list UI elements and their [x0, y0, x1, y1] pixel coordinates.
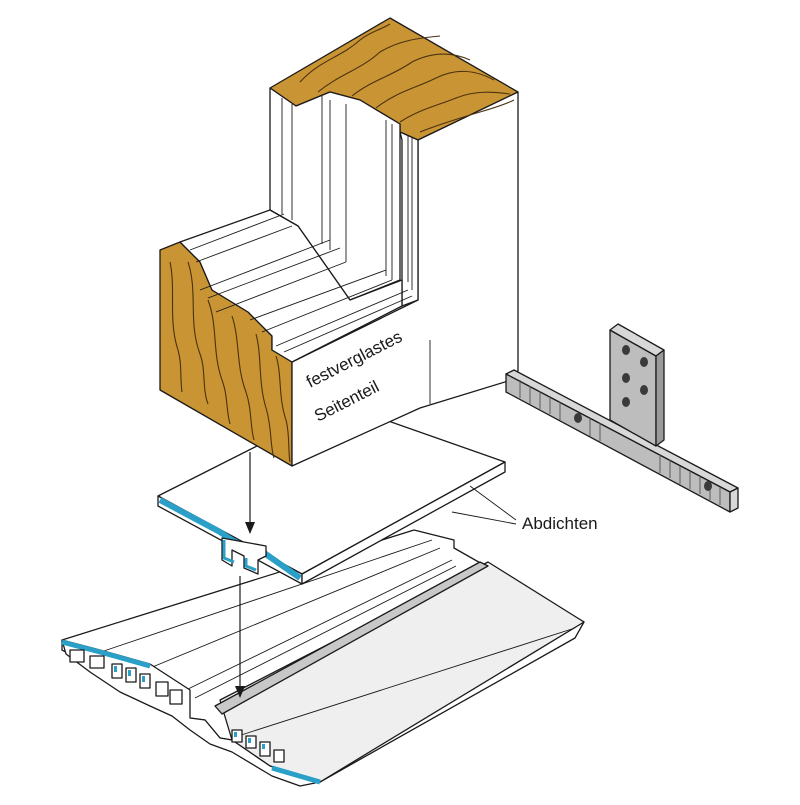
horizontal-rebate-lines — [189, 213, 413, 353]
groove-line-5 — [237, 627, 576, 737]
bracket-bar-end — [729, 487, 739, 513]
seal-plate-right — [301, 461, 506, 585]
leader-line-2 — [451, 511, 517, 525]
groove-line-3 — [185, 559, 453, 691]
assembly-arrows — [235, 452, 255, 698]
vertical-rebate-lines — [281, 96, 413, 290]
threshold-blue-edge-right — [271, 765, 321, 785]
groove-line-2 — [149, 547, 441, 669]
rib-blue-edge-2 — [244, 558, 257, 572]
bracket-holes — [574, 345, 712, 491]
sealing-label: Abdichten — [522, 514, 598, 533]
threshold-profile — [61, 529, 585, 787]
bracket-plate-edge — [655, 349, 665, 447]
t-connector-bracket — [505, 323, 739, 513]
threshold-seal-strip — [214, 561, 489, 715]
arrow-head-2 — [235, 686, 245, 698]
frame-front-vertical — [399, 131, 419, 307]
rib-blue-edge — [222, 540, 235, 564]
threshold-blue-edge-left — [61, 639, 151, 669]
groove-line-4 — [194, 565, 457, 699]
leader-line-1 — [469, 485, 517, 521]
wood-grain-left — [169, 261, 291, 463]
seal-plate-rib — [221, 537, 267, 575]
wood-grain-top — [299, 23, 515, 133]
threshold-chamber-accents — [114, 666, 265, 749]
frame-right-face — [291, 91, 519, 467]
wood-frame-corner: festverglastes Seitenteil — [159, 17, 519, 467]
frame-inner-horizontal — [179, 209, 403, 363]
arrow-head-1 — [245, 522, 255, 534]
groove-line-1 — [94, 539, 433, 655]
sealing-callout: Abdichten — [451, 485, 598, 533]
